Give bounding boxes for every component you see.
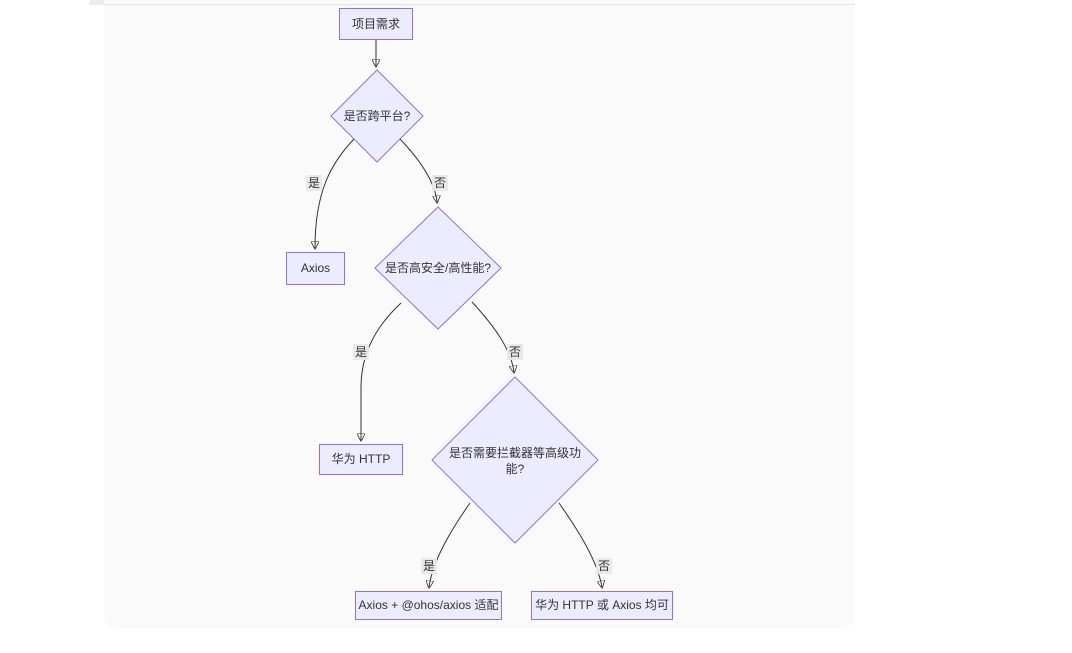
edge-d-e	[361, 302, 402, 440]
edge-label-no-1: 否	[431, 175, 449, 191]
flowchart-canvas: 项目需求 Axios 华为 HTTP Axios + @ohos/axios 适…	[104, 0, 855, 628]
decision-advanced-features-label: 是否需要拦截器等高级功能?	[448, 446, 581, 476]
edge-label-yes-1: 是	[305, 175, 323, 191]
edge-b-d	[399, 138, 437, 202]
decision-advanced-features-shape	[431, 376, 599, 544]
edge-label-no-3: 否	[595, 558, 613, 574]
node-axios-ohos-adapter: Axios + @ohos/axios 适配	[355, 591, 502, 620]
edge-f-g	[429, 502, 471, 587]
node-huawei-http-or-axios: 华为 HTTP 或 Axios 均可	[531, 591, 673, 620]
decision-cross-platform-label: 是否跨平台?	[343, 109, 411, 123]
decision-security-performance-label: 是否高安全/高性能?	[384, 261, 491, 275]
panel-top-divider	[104, 4, 855, 5]
edge-label-yes-2: 是	[352, 344, 370, 360]
edge-b-c	[315, 138, 355, 248]
decision-security-performance-shape	[374, 206, 502, 330]
edge-d-f	[471, 301, 514, 372]
node-axios: Axios	[286, 252, 345, 285]
node-huawei-http: 华为 HTTP	[319, 444, 403, 475]
diagram-panel: 项目需求 Axios 华为 HTTP Axios + @ohos/axios 适…	[104, 0, 855, 628]
flowchart-edges	[104, 40, 855, 628]
node-project-requirements: 项目需求	[339, 8, 413, 40]
edge-label-yes-3: 是	[420, 558, 438, 574]
edge-label-no-2: 否	[506, 344, 524, 360]
edge-f-h	[558, 502, 602, 587]
